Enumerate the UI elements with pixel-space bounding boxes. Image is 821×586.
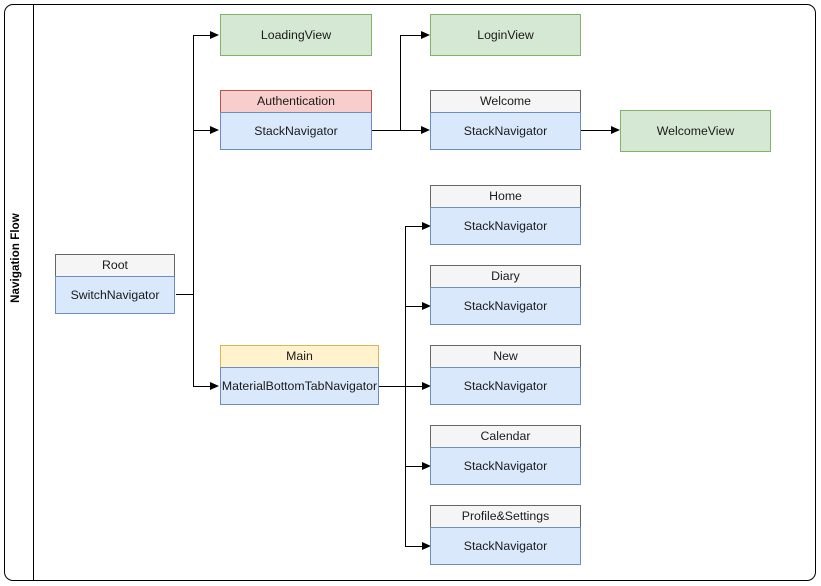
swimlane-title: Navigation Flow [10, 213, 22, 303]
node-home-header: Home [430, 185, 581, 207]
edge-main-trunk [379, 386, 423, 387]
edge-main-home [405, 226, 423, 227]
edge-root-trunk-vertical [193, 35, 194, 386]
node-diary[interactable]: Diary StackNavigator [430, 265, 581, 325]
node-authentication[interactable]: Authentication StackNavigator [220, 90, 372, 150]
node-root-header: Root [55, 254, 175, 276]
node-new[interactable]: New StackNavigator [430, 345, 581, 405]
node-new-body: StackNavigator [430, 367, 581, 405]
node-calendar-body: StackNavigator [430, 447, 581, 485]
node-profile-settings-header: Profile&Settings [430, 505, 581, 527]
arrowhead-calendar [422, 462, 431, 470]
node-root[interactable]: Root SwitchNavigator [55, 254, 175, 314]
node-main-body: MaterialBottomTabNavigator [220, 367, 379, 405]
edge-root-loadingview [193, 35, 211, 36]
edge-auth-trunk-vertical [400, 35, 401, 131]
node-authentication-body: StackNavigator [220, 112, 372, 150]
edge-main-calendar [405, 466, 423, 467]
node-profile-settings-body: StackNavigator [430, 527, 581, 565]
node-calendar-header: Calendar [430, 425, 581, 447]
edge-main-trunk-vertical [405, 226, 406, 546]
arrowhead-new [422, 382, 431, 390]
node-main[interactable]: Main MaterialBottomTabNavigator [220, 345, 379, 405]
node-welcomeview-label: WelcomeView [620, 110, 771, 152]
arrowhead-main [210, 382, 219, 390]
node-diary-body: StackNavigator [430, 287, 581, 325]
node-diary-header: Diary [430, 265, 581, 287]
arrowhead-profile [422, 542, 431, 550]
edge-root-trunk [176, 294, 194, 295]
edge-root-main [193, 386, 211, 387]
arrowhead-welcomeview [611, 126, 620, 134]
edge-root-authentication [193, 130, 211, 131]
node-profile-settings[interactable]: Profile&Settings StackNavigator [430, 505, 581, 565]
node-home-body: StackNavigator [430, 207, 581, 245]
arrowhead-diary [422, 302, 431, 310]
arrowhead-home [422, 222, 431, 230]
edge-auth-loginview [400, 35, 422, 36]
node-new-header: New [430, 345, 581, 367]
edge-auth-trunk [372, 130, 422, 131]
node-home[interactable]: Home StackNavigator [430, 185, 581, 245]
node-loginview[interactable]: LoginView [430, 14, 581, 56]
node-welcome-body: StackNavigator [430, 112, 581, 150]
node-loginview-label: LoginView [430, 14, 581, 56]
edge-main-diary [405, 306, 423, 307]
node-calendar[interactable]: Calendar StackNavigator [430, 425, 581, 485]
arrowhead-welcome [421, 126, 430, 134]
node-root-body: SwitchNavigator [55, 276, 175, 314]
arrowhead-authentication [210, 126, 219, 134]
edge-main-profile [405, 546, 423, 547]
node-welcomeview[interactable]: WelcomeView [620, 110, 771, 152]
node-authentication-header: Authentication [220, 90, 372, 112]
swimlane-container [4, 4, 816, 581]
node-welcome-header: Welcome [430, 90, 581, 112]
node-loadingview[interactable]: LoadingView [220, 14, 372, 56]
swimlane-divider [33, 4, 34, 581]
arrowhead-loginview [421, 31, 430, 39]
arrowhead-loadingview [210, 31, 219, 39]
node-main-header: Main [220, 345, 379, 367]
node-loadingview-label: LoadingView [220, 14, 372, 56]
node-welcome[interactable]: Welcome StackNavigator [430, 90, 581, 150]
edge-welcome-welcomeview [581, 130, 612, 131]
